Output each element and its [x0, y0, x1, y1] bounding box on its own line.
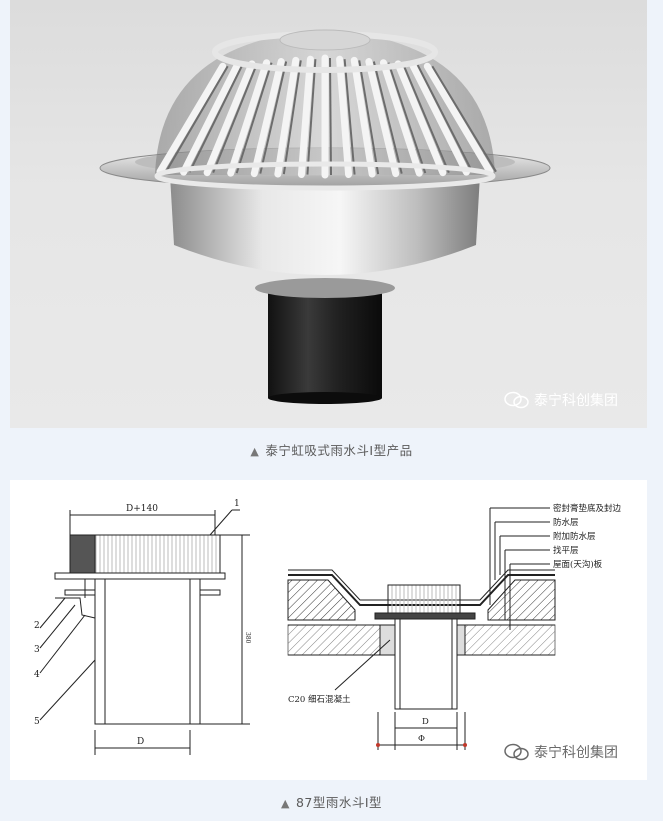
grate-rib-shadow [402, 63, 450, 174]
grate-rib [365, 58, 400, 178]
callout-5: 5 [34, 717, 40, 727]
watermark-text: 泰宁科创集团 [534, 745, 618, 761]
grate-rib-shadow [358, 60, 380, 175]
grate-rib [203, 60, 256, 177]
caption-marker: ▲ [280, 797, 290, 810]
dim-bottom-label: D [137, 737, 144, 747]
watermark-drawing: 泰宁科创集团 [504, 742, 618, 762]
callout-2: 2 [34, 621, 40, 631]
siphon-rain-drain-illustration [99, 29, 551, 404]
grate-rib-shadow [387, 62, 427, 174]
caption-text: 泰宁虹吸式雨水斗I型产品 [265, 443, 413, 458]
grate-rib [336, 55, 353, 179]
grate-rib-shadow [431, 65, 497, 173]
layer-label-sealant: 密封膏垫底及封边 [553, 503, 622, 514]
grate-rib [297, 55, 314, 179]
watermark: 泰宁科创集团 [504, 390, 618, 410]
caption-photo: ▲ 泰宁虹吸式雨水斗I型产品 [0, 440, 663, 459]
left-elevation [39, 509, 250, 755]
grate-rib-shadow [329, 57, 332, 176]
dim-outer-label: Φ [418, 734, 425, 744]
grate-rib-shadow [188, 64, 244, 173]
grate-rib-shadow [235, 62, 273, 174]
dim-top-label: D+140 [126, 504, 158, 514]
dim-inner-label: D [422, 717, 429, 727]
caption-marker: ▲ [250, 445, 260, 458]
grate-rib-shadow [212, 63, 258, 174]
grate-rib [274, 56, 300, 178]
technical-drawing: D+140 D 380 1 2 3 4 5 [10, 480, 647, 780]
dim-height-label: 380 [244, 632, 251, 644]
drawing-svg: D+140 D 380 1 2 3 4 5 [34, 499, 622, 755]
grate-rib [250, 58, 285, 178]
concrete-label: C20 细石混凝土 [288, 694, 351, 705]
grate-rib-shadow [343, 59, 356, 175]
grate-rib-shadow [259, 61, 288, 174]
grate-rib [409, 61, 470, 176]
grate-rib-shadow [165, 65, 229, 173]
callout-4: 4 [34, 670, 40, 680]
grate-rib [350, 56, 376, 178]
grate-rib [423, 62, 494, 176]
grate-rib-shadow [416, 64, 474, 173]
product-photo: 泰宁科创集团 [10, 0, 647, 428]
wechat-icon [504, 391, 529, 409]
grate-rib-shadow [372, 61, 403, 174]
right-section [287, 507, 556, 750]
grate-rib-shadow [282, 60, 302, 175]
grate-rib [227, 59, 271, 177]
grate-rib [156, 62, 227, 176]
grate-rib [180, 61, 241, 176]
caption-drawing: ▲ 87型雨水斗I型 [0, 792, 663, 811]
callout-3: 3 [34, 645, 40, 655]
layer-label-leveling: 找平层 [553, 545, 579, 556]
callout-1: 1 [234, 499, 240, 509]
wechat-icon [504, 743, 529, 761]
grate-rib-shadow [306, 59, 317, 175]
layer-label-waterproof: 防水层 [553, 517, 579, 528]
layer-label-roof-slab: 屋面(天沟)板 [553, 559, 603, 570]
watermark-text: 泰宁科创集团 [534, 393, 618, 409]
grate-rib [394, 60, 447, 177]
caption-text: 87型雨水斗I型 [295, 795, 383, 810]
layer-label-additional-waterproof: 附加防水层 [553, 531, 596, 542]
grate-rib [379, 59, 423, 177]
